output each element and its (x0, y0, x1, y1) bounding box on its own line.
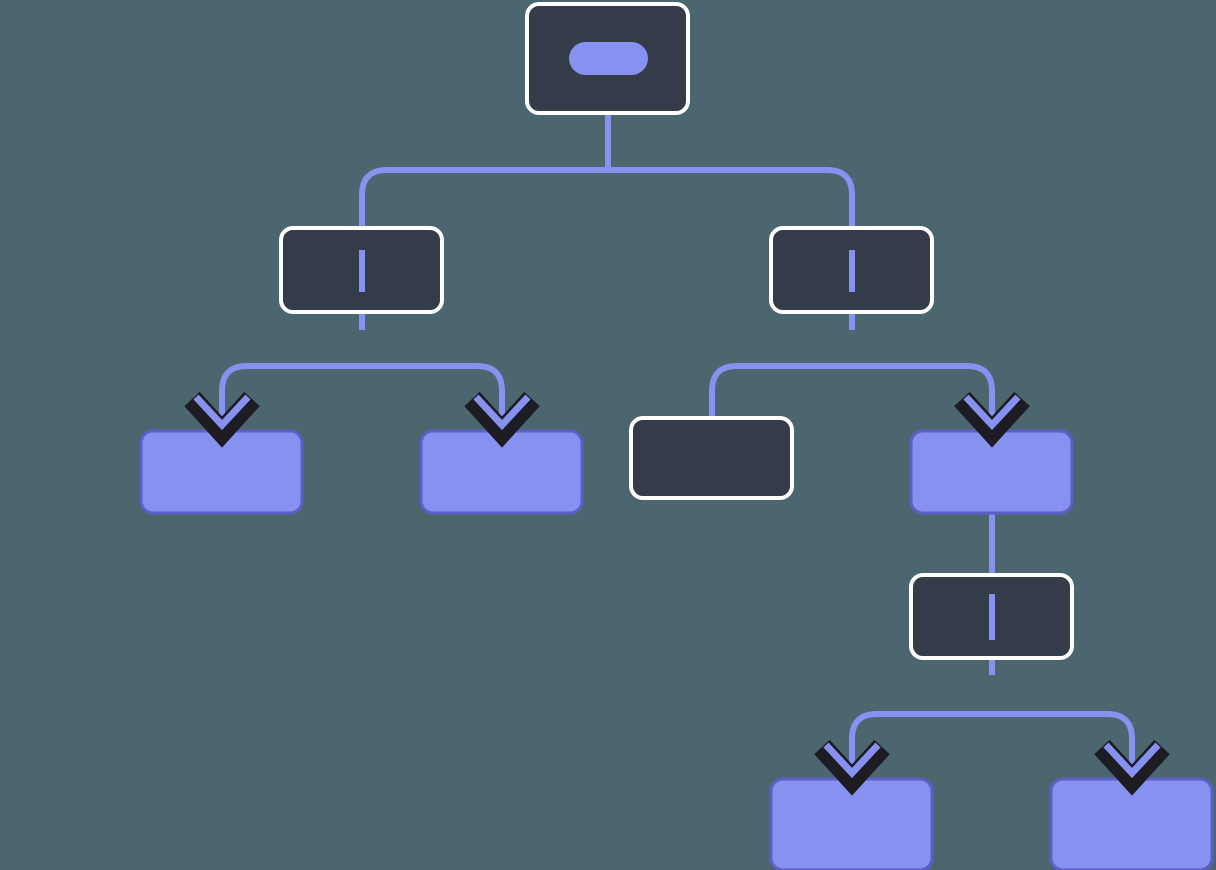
connectors-layer (219, 58, 1135, 788)
connector-level3-to-leaf-a (849, 711, 992, 788)
connector-level1-left-to-leaf-a (219, 363, 362, 440)
node-rect (629, 416, 794, 500)
connector-root-to-level1-left (359, 167, 608, 330)
root-pill-shape (569, 42, 648, 75)
level2-dark-node[interactable] (629, 416, 794, 500)
inner-lines-layer (359, 250, 995, 640)
connector-root-to-level1-right (608, 167, 855, 330)
nodes-layer (139, 2, 1214, 870)
arrowhead-purple-chevron (193, 394, 251, 431)
connector-level1-right-to-purple-branch (852, 363, 995, 440)
arrowhead-dark-chevron (184, 391, 260, 448)
arrowhead-purple-chevron (963, 394, 1021, 431)
arrowheads-layer (184, 391, 1170, 796)
arrowhead-purple-chevron (1103, 742, 1161, 779)
arrowhead-level4-leaf-a (814, 739, 890, 796)
arrowhead-dark-chevron (464, 391, 540, 448)
arrowhead-dark-chevron (954, 391, 1030, 448)
arrowhead-purple-chevron (473, 394, 531, 431)
connector-level1-right-to-dark-node (709, 363, 852, 428)
arrowhead-level4-leaf-b (1094, 739, 1170, 796)
arrowhead-leaf-b (464, 391, 540, 448)
root-node[interactable] (525, 2, 690, 115)
arrowhead-leaf-a (184, 391, 260, 448)
arrowhead-dark-chevron (1094, 739, 1170, 796)
connector-level3-to-leaf-b (992, 711, 1135, 788)
arrowhead-purple-branch (954, 391, 1030, 448)
arrowhead-purple-chevron (823, 742, 881, 779)
connector-level1-left-to-leaf-b (362, 363, 505, 440)
arrowhead-dark-chevron (814, 739, 890, 796)
